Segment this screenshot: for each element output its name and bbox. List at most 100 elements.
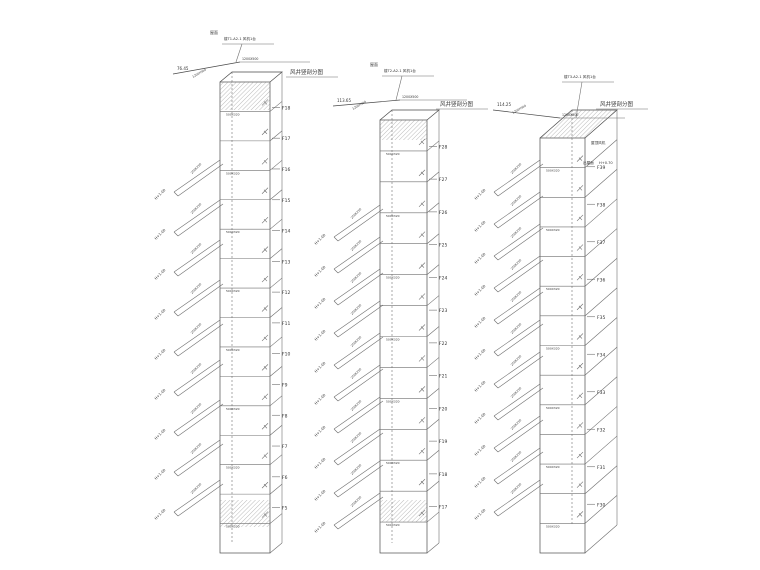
- damper-mark: [420, 233, 425, 237]
- floor-slab-depth: [584, 228, 618, 257]
- duct-size-label: 500X320: [546, 169, 560, 173]
- branch-duct-line: [493, 351, 541, 385]
- floor-label: F17: [282, 136, 290, 142]
- branch-duct-end: [493, 479, 499, 485]
- branch-size-label: 250X250: [510, 386, 522, 398]
- branch-duct-end: [333, 364, 339, 370]
- branch-duct-line: [493, 287, 541, 321]
- head-leader: [395, 75, 403, 101]
- damper-mark: [420, 202, 425, 206]
- duct-size-label: 500X320: [546, 406, 560, 410]
- branch-duct-line: [337, 496, 384, 530]
- floor-slab-depth: [584, 198, 618, 228]
- duct-size-label: 500X320: [386, 214, 400, 218]
- duct-size-label: 500X320: [226, 289, 240, 293]
- bottom-hatch: [220, 500, 270, 527]
- branch-size-label: 250X250: [350, 271, 362, 283]
- damper-mark: [263, 189, 268, 193]
- damper-mark: [578, 216, 583, 221]
- branch-duct-end: [333, 268, 339, 274]
- floor-label: F20: [439, 406, 447, 412]
- branch-duct-end: [333, 492, 339, 498]
- branch-size-label: 250X250: [190, 202, 202, 214]
- shaft-bottom-edge: [584, 524, 618, 554]
- top-hatch: [540, 110, 617, 138]
- floor-slab-depth: [269, 277, 283, 289]
- elevation-label: H+1.00: [314, 329, 327, 342]
- floor-label: F25: [439, 243, 447, 249]
- damper-mark: [578, 394, 583, 398]
- top-duct-size: 1200X500: [242, 57, 258, 61]
- branch-duct-line: [337, 400, 384, 434]
- branch-duct-line: [497, 163, 544, 197]
- branch-duct-line: [337, 208, 384, 242]
- damper-mark: [578, 157, 583, 161]
- head-leader: [575, 81, 583, 119]
- branch-duct-line: [337, 304, 384, 338]
- floor-slab-depth: [584, 495, 618, 524]
- damper-mark: [263, 483, 268, 488]
- branch-size-label: 250X250: [350, 463, 362, 475]
- branch-duct-end: [493, 383, 499, 389]
- damper-mark: [420, 450, 425, 454]
- branch-duct-line: [337, 240, 384, 274]
- branch-duct-line: [493, 415, 541, 449]
- branch-duct-line: [177, 203, 224, 237]
- duct-size-label: 500X320: [386, 276, 400, 280]
- elevation-label: H+1.00: [474, 508, 487, 521]
- branch-duct-end: [333, 236, 339, 242]
- floor-slab-depth: [584, 139, 618, 168]
- branch-duct-end: [173, 351, 179, 357]
- branch-duct-line: [333, 460, 381, 494]
- elevation-label: H+1.00: [474, 348, 487, 361]
- branch-size-label: 250X250: [350, 335, 362, 347]
- damper-mark: [420, 357, 425, 361]
- floor-slab-depth: [584, 435, 618, 465]
- main-duct-size: 1200X500: [192, 68, 207, 79]
- branch-duct-line: [333, 332, 381, 366]
- main-duct-line: [172, 61, 241, 75]
- branch-size-label: 250X250: [510, 354, 522, 366]
- branch-duct-line: [173, 479, 221, 513]
- branch-size-label: 250X250: [190, 322, 202, 334]
- floor-slab-depth: [269, 218, 283, 230]
- floor-label: F7: [282, 444, 288, 450]
- elevation-label: H+1.00: [474, 316, 487, 329]
- bottom-hatch: [380, 500, 427, 522]
- damper-mark: [263, 513, 268, 517]
- damper-mark: [578, 513, 583, 517]
- elevation-label: H+1.00: [474, 252, 487, 265]
- floor-slab-depth: [426, 388, 440, 399]
- elevation-label: H+1.00: [314, 393, 327, 406]
- duct-size-label: 500X320: [386, 523, 400, 527]
- floor-label: F8: [282, 413, 288, 419]
- floor-label: F22: [439, 341, 447, 347]
- elevation-label: H+1.00: [474, 444, 487, 457]
- duct-size-label: 500X320: [546, 287, 560, 291]
- floor-slab-depth: [426, 326, 440, 337]
- branch-duct-end: [493, 319, 499, 325]
- shaft-column-1: 500X320500X320500X320500X320500X320500X3…: [154, 29, 338, 554]
- floor-label: F23: [439, 308, 447, 314]
- top-hatch: [220, 82, 270, 110]
- floor-slab-depth: [269, 425, 283, 436]
- elevation-label: H+1.00: [314, 425, 327, 438]
- outlet-tag: 出屋面: [583, 160, 594, 165]
- floor-slab-depth: [584, 346, 618, 376]
- floor-slab-depth: [426, 511, 440, 523]
- branch-duct-line: [337, 336, 384, 370]
- duct-size-label: 500X320: [226, 230, 240, 234]
- branch-duct-end: [173, 511, 179, 517]
- top-level-label: 76.45: [177, 66, 189, 71]
- branch-duct-end: [333, 332, 339, 338]
- floor-label: F9: [282, 382, 288, 388]
- branch-duct-line: [493, 191, 541, 225]
- branch-duct-end: [173, 311, 179, 317]
- branch-size-label: 250X250: [510, 482, 522, 494]
- branch-duct-line: [493, 319, 541, 353]
- branch-duct-end: [333, 396, 339, 402]
- floor-label: F37: [597, 240, 605, 246]
- damper-mark: [420, 326, 425, 330]
- branch-size-label: 250X250: [190, 242, 202, 254]
- floor-slab-depth: [269, 130, 283, 142]
